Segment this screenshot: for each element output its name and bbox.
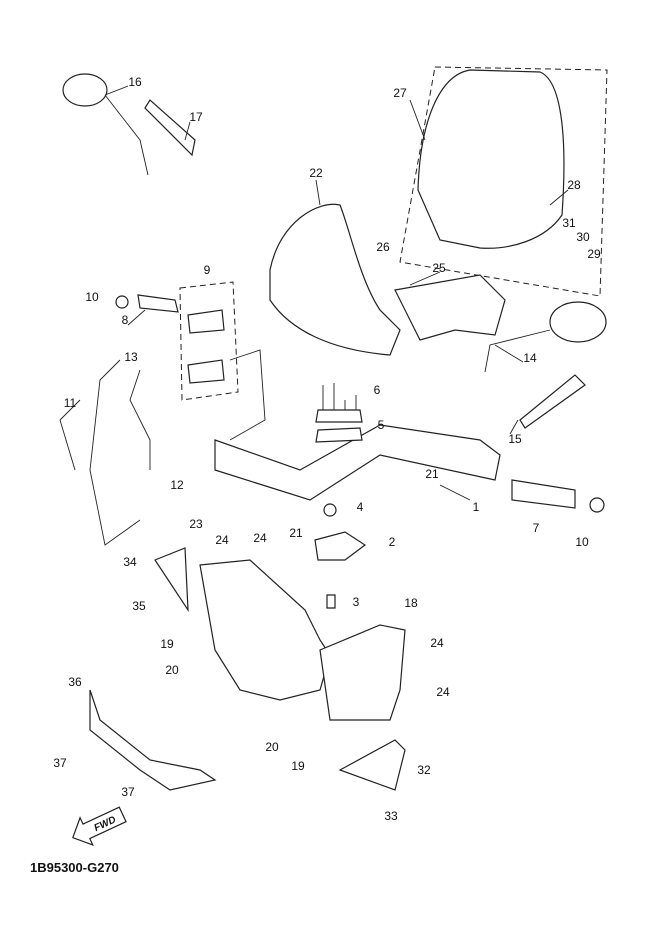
callout: 8 (122, 313, 129, 327)
callout: 22 (309, 166, 323, 180)
callout: 26 (376, 240, 390, 254)
callout: 25 (432, 261, 446, 275)
callout: 4 (357, 500, 364, 514)
callout: 24 (253, 531, 267, 545)
callout: 34 (123, 555, 137, 569)
handle-cover-lower (199, 559, 331, 701)
callout: 10 (575, 535, 589, 549)
callout: 5 (378, 418, 385, 432)
callout: 27 (393, 86, 407, 100)
grip-left (137, 294, 179, 313)
callout: 23 (189, 517, 203, 531)
callout: 20 (265, 740, 279, 754)
callout: 18 (404, 596, 418, 610)
callout: 6 (374, 383, 381, 397)
grip-right (511, 479, 576, 509)
windshield-group-box (399, 66, 608, 297)
handle-cover-upper (269, 203, 401, 356)
callout: 36 (68, 675, 82, 689)
grip-right-top (519, 374, 586, 429)
callout: 24 (430, 636, 444, 650)
callout: 11 (64, 396, 77, 410)
mirror-right (549, 301, 607, 343)
windshield (417, 69, 565, 249)
handle-cover-rear (394, 274, 506, 341)
callout: 30 (576, 230, 590, 244)
callout: 14 (523, 351, 537, 365)
handlebar (214, 424, 501, 501)
callout: 3 (353, 595, 360, 609)
callout: 12 (170, 478, 184, 492)
callout: 33 (384, 809, 398, 823)
mirror-left (62, 73, 108, 107)
callout: 7 (533, 521, 540, 535)
callout: 35 (132, 599, 146, 613)
callout: 2 (389, 535, 396, 549)
callout: 15 (508, 432, 522, 446)
lower-cover (89, 689, 217, 791)
fwd-arrow: FWD (72, 806, 127, 846)
callout: 21 (289, 526, 303, 540)
callout: 28 (567, 178, 581, 192)
callout-labels: 16 17 27 22 28 31 30 29 26 25 9 10 8 13 … (53, 75, 601, 823)
callout: 19 (291, 759, 305, 773)
callout: 17 (189, 110, 203, 124)
callout: 29 (587, 247, 601, 261)
callout: 20 (165, 663, 179, 677)
callout: 24 (215, 533, 229, 547)
callout: 13 (124, 350, 138, 364)
callout: 37 (121, 785, 135, 799)
callout: 19 (160, 637, 174, 651)
callout: 24 (436, 685, 450, 699)
callout: 21 (425, 467, 439, 481)
callout: 10 (85, 290, 99, 304)
diagram-code: 1B95300-G270 (30, 860, 119, 875)
switch-group-box (179, 281, 239, 401)
callout: 32 (417, 763, 431, 777)
callout: 31 (562, 216, 576, 230)
callout: 37 (53, 756, 67, 770)
inner-panel (319, 624, 406, 721)
callout: 1 (473, 500, 480, 514)
callout: 16 (128, 75, 142, 89)
grip-top (144, 99, 196, 157)
callout: 9 (204, 263, 211, 277)
